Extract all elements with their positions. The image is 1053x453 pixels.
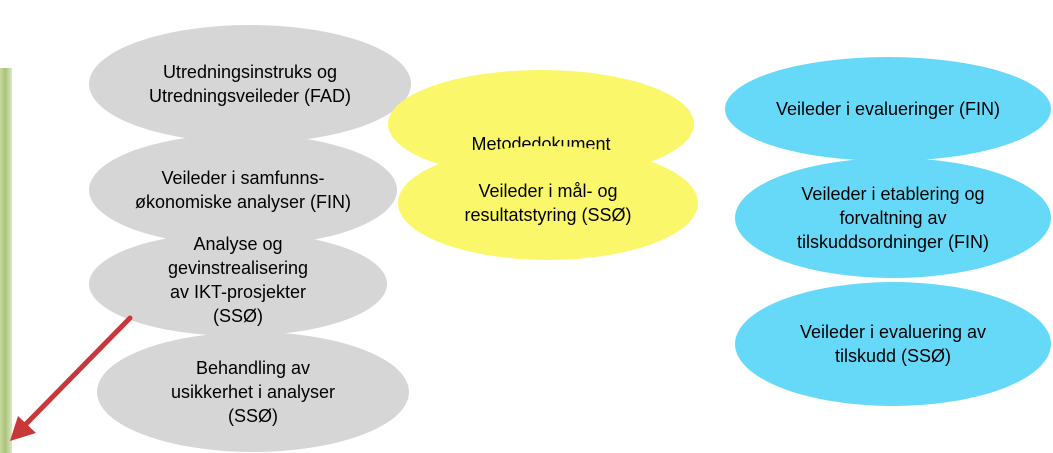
node-utredningsinstruks-label: Utredningsinstruks og Utredningsveileder… — [148, 62, 352, 106]
node-tilskuddsordninger: Veileder i etablering og forvaltning av … — [735, 158, 1051, 278]
node-samfunnsokonomiske-analyser: Veileder i samfunns- økonomiske analyser… — [89, 134, 397, 246]
node-evalueringer-label: Veileder i evalueringer (FIN) — [775, 99, 1001, 119]
decorative-leaf-background — [0, 68, 12, 453]
node-evaluering-tilskudd-label: Veileder i evaluering av tilskudd (SSØ) — [799, 322, 987, 366]
node-mal-resultatstyring: Veileder i mål- og resultatstyring (SSØ) — [398, 146, 698, 260]
node-ikt-prosjekter-label: Analyse og gevinstrealisering av IKT-pro… — [167, 234, 309, 326]
node-utredningsinstruks: Utredningsinstruks og Utredningsveileder… — [89, 25, 411, 143]
node-tilskuddsordninger-label: Veileder i etablering og forvaltning av … — [796, 184, 990, 252]
node-evaluering-tilskudd: Veileder i evaluering av tilskudd (SSØ) — [735, 282, 1051, 406]
node-usikkerhet-label: Behandling av usikkerhet i analyser (SSØ… — [170, 358, 336, 426]
node-ikt-prosjekter: Analyse og gevinstrealisering av IKT-pro… — [89, 232, 387, 336]
node-samfunnsokonomiske-label: Veileder i samfunns- økonomiske analyser… — [134, 168, 352, 212]
node-mal-resultat-label: Veileder i mål- og resultatstyring (SSØ) — [464, 181, 632, 225]
node-usikkerhet-analyser: Behandling av usikkerhet i analyser (SSØ… — [97, 332, 409, 452]
node-evalueringer: Veileder i evalueringer (FIN) — [725, 57, 1051, 161]
